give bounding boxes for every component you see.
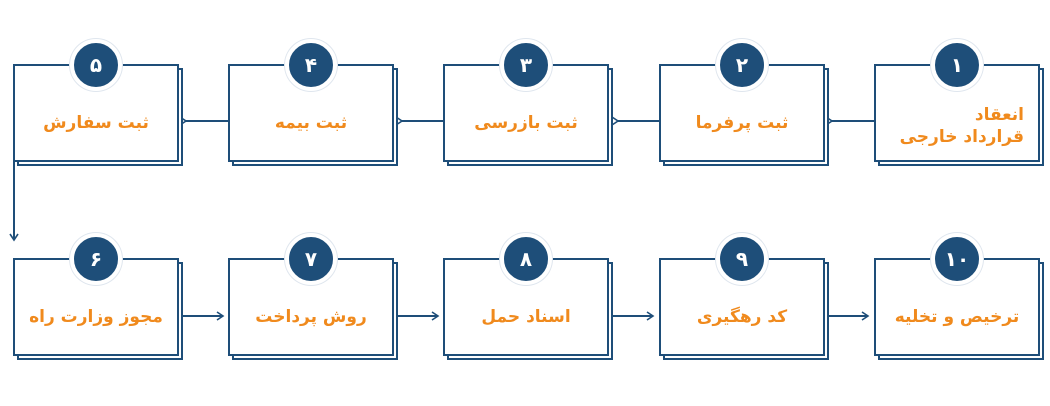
connector-9-10 [824,311,870,335]
step-8: ۸ اسناد حمل [443,233,609,356]
step-2-number-badge: ۲ [716,39,768,91]
step-1-label: انعقاد قرارداد خارجی [899,105,1024,147]
step-5: ۵ ثبت سفارش [13,39,179,162]
step-2-label: ثبت پرفرما [695,113,789,133]
connector-7-8 [394,311,440,335]
step-7-label: روش پرداخت [255,307,367,327]
step-8-label: اسناد حمل [481,307,571,327]
step-10: ۱۰ ترخیص و تخلیه [874,233,1040,356]
step-4: ۴ ثبت بیمه [228,39,394,162]
step-9-number-badge: ۹ [716,233,768,285]
step-2: ۲ ثبت پرفرما [659,39,825,162]
step-6: ۶ مجوز وزارت راه [13,233,179,356]
step-5-label: ثبت سفارش [43,113,149,133]
step-1-number-badge: ۱ [931,39,983,91]
step-10-label: ترخیص و تخلیه [894,307,1020,327]
step-6-label: مجوز وزارت راه [29,307,163,327]
step-5-number-badge: ۵ [70,39,122,91]
step-3-number-badge: ۳ [500,39,552,91]
step-1: ۱ انعقاد قرارداد خارجی [874,39,1040,162]
step-3: ۳ ثبت بازرسی [443,39,609,162]
connector-8-9 [609,311,655,335]
step-9: ۹ کد رهگیری [659,233,825,356]
step-10-number-badge: ۱۰ [931,233,983,285]
step-6-number-badge: ۶ [70,233,122,285]
step-4-label: ثبت بیمه [274,113,348,133]
step-9-label: کد رهگیری [696,307,788,327]
step-4-number-badge: ۴ [285,39,337,91]
step-7-number-badge: ۷ [285,233,337,285]
step-3-label: ثبت بازرسی [474,113,578,133]
step-8-number-badge: ۸ [500,233,552,285]
step-7: ۷ روش پرداخت [228,233,394,356]
connector-6-7 [179,311,225,335]
